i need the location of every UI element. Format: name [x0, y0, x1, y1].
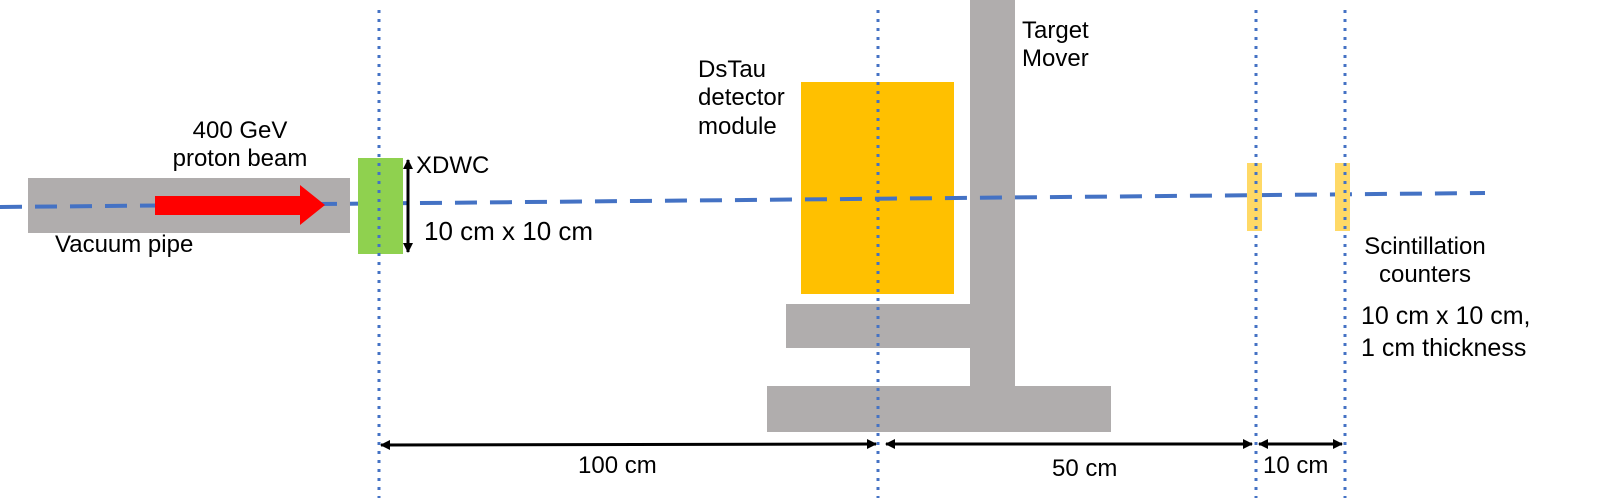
scintillation-counter-2 [1335, 163, 1350, 231]
distance-arrow-100cm [380, 439, 877, 450]
scintillation-counter-1 [1247, 163, 1262, 231]
target-mover-column [970, 0, 1015, 390]
beam-type-label: proton beam [172, 145, 308, 173]
scintillation-counters-label: Scintillation counters [1350, 233, 1500, 290]
detector-module [801, 82, 954, 294]
detector-label-line2: detector [698, 84, 785, 112]
proton-beam-arrow [155, 185, 325, 225]
target-mover-label: Target Mover [1022, 17, 1089, 74]
target-mover-label-line1: Target [1022, 17, 1089, 44]
target-mover-base [767, 386, 1111, 432]
scintillation-spec-line2: 1 cm thickness [1361, 334, 1527, 362]
scintillation-label-line1: Scintillation [1364, 233, 1486, 260]
beam-energy-label: 400 GeV [192, 117, 288, 144]
scintillation-label-line2: counters [1378, 261, 1472, 289]
target-mover-label-line2: Mover [1022, 45, 1089, 73]
xdwc-label: XDWC [416, 152, 490, 179]
scintillation-spec-line1: 10 cm x 10 cm, [1361, 302, 1531, 330]
detector-label-line1: DsTau [698, 56, 767, 83]
distance-label-10cm: 10 cm [1263, 452, 1329, 479]
detector-label: DsTau detector module [698, 56, 785, 141]
vacuum-pipe-label: Vacuum pipe [55, 231, 194, 258]
scintillation-spec-label: 10 cm x 10 cm, 1 cm thickness [1361, 300, 1531, 364]
beam-label: 400 GeV proton beam [140, 117, 340, 174]
xdwc-size-label: 10 cm x 10 cm [424, 216, 594, 246]
distance-label-50cm: 50 cm [1052, 455, 1118, 482]
distance-label-100cm: 100 cm [578, 452, 657, 479]
detector-label-line3: module [698, 112, 777, 140]
